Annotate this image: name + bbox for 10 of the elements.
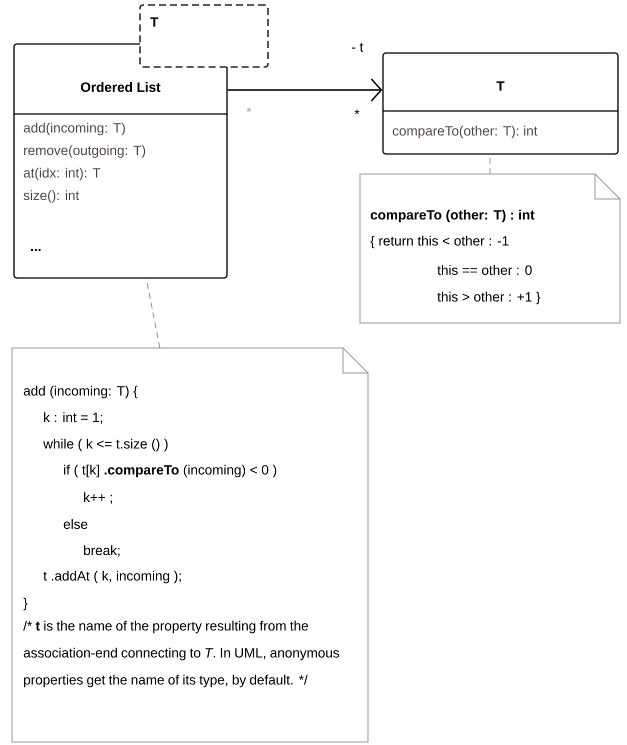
role-name: - t — [352, 42, 364, 52]
class-box: Ordered List add(incoming: T) remove(outgoing: T) at(idx: int): T size(): int ... — [13, 43, 228, 279]
template-parameter-box: T — [139, 4, 269, 68]
association-line — [228, 78, 382, 102]
note-box: compareTo (other: T) : int { return this < other : -1 this == other : 0 this > other : +1 } — [360, 174, 620, 324]
note-link — [146, 278, 160, 348]
multiplicity: * — [246, 107, 252, 112]
class-box: T compareTo(other: T): int — [382, 52, 619, 155]
note-box: add (incoming: T) { k : int = 1; while ( k <= t.size () ) if ( t[k] .compareTo (incoming) < 0 ) k++ ; else break; t .addAt ( k, incoming ); } /* t is the name of the property resulting from the association-end connecting to T. In UML, anonymous properties get the name of its type, by default. */ — [12, 348, 368, 742]
multiplicity: * — [354, 109, 360, 114]
